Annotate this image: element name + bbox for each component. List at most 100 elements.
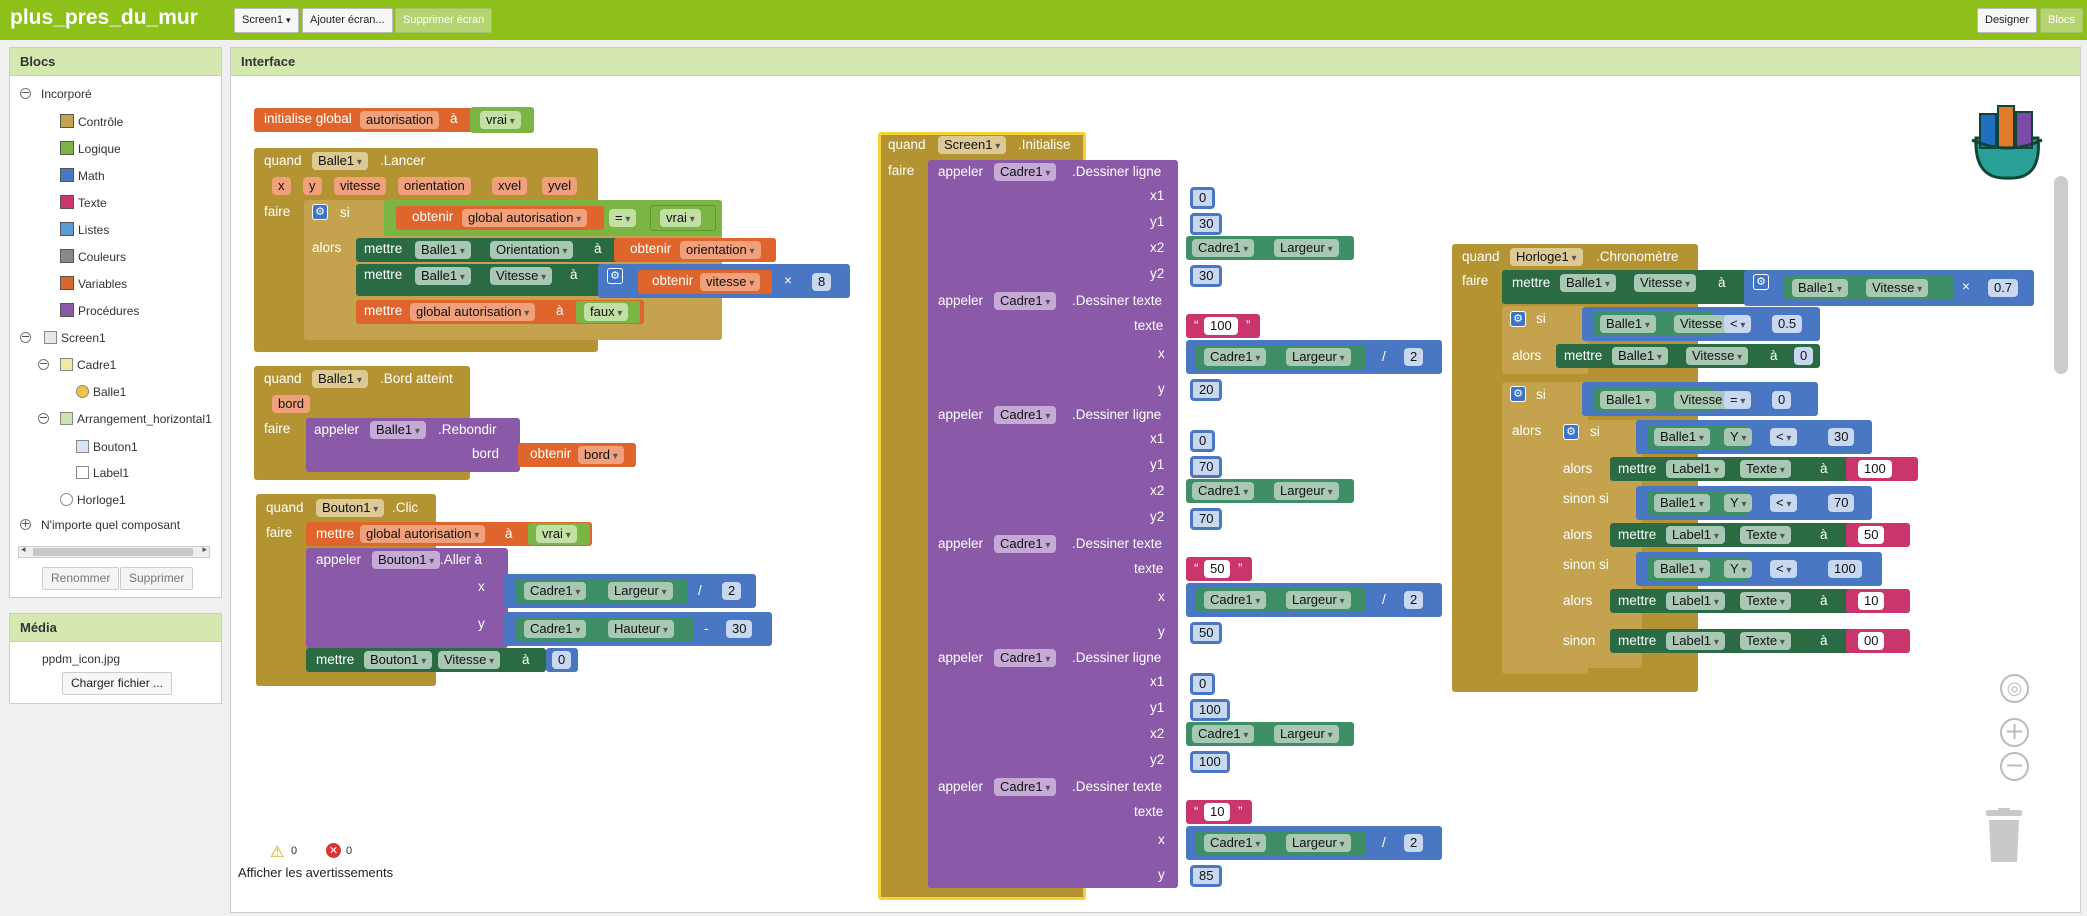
number-field[interactable]: 2: [1404, 348, 1424, 366]
param-y[interactable]: y: [303, 177, 322, 195]
collapse-icon[interactable]: −: [20, 330, 31, 343]
tree-item-procedures[interactable]: Procédures: [60, 303, 139, 318]
add-screen-button[interactable]: Ajouter écran...: [302, 8, 393, 33]
operator-dropdown[interactable]: <: [1770, 428, 1798, 446]
operator-dropdown[interactable]: =: [609, 209, 637, 227]
show-warnings-button[interactable]: Afficher les avertissements: [238, 865, 394, 880]
var-dropdown[interactable]: global autorisation: [360, 525, 486, 543]
global-var-name[interactable]: autorisation: [360, 111, 440, 129]
boolean-dropdown[interactable]: faux: [584, 303, 629, 321]
number-field[interactable]: 0: [1794, 347, 1814, 365]
property-dropdown[interactable]: Hauteur: [608, 620, 675, 638]
component-dropdown[interactable]: Cadre1: [994, 778, 1057, 796]
param-x[interactable]: x: [272, 177, 291, 195]
designer-button[interactable]: Designer: [1977, 8, 2038, 33]
number-field[interactable]: 0.7: [1988, 279, 2019, 297]
number-field[interactable]: 50: [1190, 622, 1223, 644]
param-xvel[interactable]: xvel: [492, 177, 528, 195]
operator-dropdown[interactable]: <: [1770, 560, 1798, 578]
component-dropdown[interactable]: Balle1: [415, 267, 471, 285]
property-dropdown[interactable]: Texte: [1740, 526, 1791, 544]
scrollbar-thumb[interactable]: [33, 548, 193, 556]
scroll-right-icon[interactable]: ▸: [202, 545, 207, 555]
scroll-left-icon[interactable]: ◂: [21, 545, 26, 555]
component-dropdown[interactable]: Cadre1: [1204, 591, 1267, 609]
set-speed-block[interactable]: [1502, 270, 1750, 304]
component-dropdown[interactable]: Label1: [1666, 526, 1725, 544]
blocks-button[interactable]: Blocs: [2040, 8, 2083, 33]
gear-icon[interactable]: ⚙: [1753, 274, 1769, 290]
collapse-icon[interactable]: −: [20, 86, 31, 99]
text-field[interactable]: 50: [1858, 526, 1885, 544]
operator-dropdown[interactable]: <: [1770, 494, 1798, 512]
property-dropdown[interactable]: Texte: [1740, 592, 1791, 610]
gear-icon[interactable]: ⚙: [1510, 311, 1526, 327]
var-dropdown[interactable]: bord: [578, 446, 624, 464]
component-dropdown[interactable]: Label1: [1666, 592, 1725, 610]
property-dropdown[interactable]: Largeur: [1274, 482, 1339, 500]
property-dropdown[interactable]: Largeur: [1286, 348, 1351, 366]
tree-arrangement[interactable]: Arrangement_horizontal1: [60, 412, 212, 426]
screen-select[interactable]: Screen1 ▾: [234, 8, 299, 33]
property-dropdown[interactable]: Largeur: [1274, 725, 1339, 743]
property-dropdown[interactable]: Vitesse: [1866, 279, 1929, 297]
tree-builtin[interactable]: Incorporé: [41, 87, 92, 101]
operator-dropdown[interactable]: <: [1724, 315, 1752, 333]
number-field[interactable]: 2: [1404, 591, 1424, 609]
number-field[interactable]: 2: [722, 582, 742, 600]
tree-item-logique[interactable]: Logique: [60, 141, 121, 156]
component-dropdown[interactable]: Cadre1: [994, 292, 1057, 310]
var-dropdown[interactable]: orientation: [680, 241, 761, 259]
gear-icon[interactable]: ⚙: [312, 204, 328, 220]
number-field[interactable]: 85: [1190, 865, 1223, 887]
number-field[interactable]: 2: [1404, 834, 1424, 852]
number-field[interactable]: 30: [1828, 428, 1855, 446]
gear-icon[interactable]: ⚙: [1510, 386, 1526, 402]
backpack-icon[interactable]: [1962, 98, 2052, 182]
component-dropdown[interactable]: Label1: [1666, 460, 1725, 478]
component-dropdown[interactable]: Balle1: [1560, 274, 1616, 292]
component-dropdown[interactable]: Screen1: [938, 136, 1007, 154]
component-dropdown[interactable]: Label1: [1666, 632, 1725, 650]
param-orientation[interactable]: orientation: [398, 177, 471, 195]
collapse-icon[interactable]: −: [38, 357, 49, 370]
property-dropdown[interactable]: Largeur: [1286, 834, 1351, 852]
boolean-dropdown[interactable]: vrai: [536, 525, 577, 543]
text-field[interactable]: 10: [1204, 803, 1231, 821]
property-dropdown[interactable]: Texte: [1740, 632, 1791, 650]
number-field[interactable]: 70: [1190, 456, 1223, 478]
component-dropdown[interactable]: Balle1: [312, 370, 368, 388]
number-field[interactable]: 8: [812, 273, 832, 291]
component-dropdown[interactable]: Cadre1: [1192, 482, 1255, 500]
component-dropdown[interactable]: Cadre1: [1192, 725, 1255, 743]
component-dropdown[interactable]: Cadre1: [1204, 834, 1267, 852]
component-dropdown[interactable]: Balle1: [312, 152, 368, 170]
tree-item-math[interactable]: Math: [60, 168, 105, 183]
text-field[interactable]: 10: [1858, 592, 1885, 610]
component-dropdown[interactable]: Balle1: [370, 421, 426, 439]
text-field[interactable]: 100: [1204, 317, 1238, 335]
component-dropdown[interactable]: Balle1: [1792, 279, 1848, 297]
media-file[interactable]: ppdm_icon.jpg: [42, 652, 121, 666]
property-dropdown[interactable]: Vitesse: [1674, 391, 1737, 409]
number-field[interactable]: 30: [1190, 213, 1223, 235]
tree-horizontal-scrollbar[interactable]: ◂ ▸: [18, 545, 210, 558]
component-dropdown[interactable]: Cadre1: [524, 620, 587, 638]
property-dropdown[interactable]: Largeur: [1286, 591, 1351, 609]
gear-icon[interactable]: ⚙: [607, 268, 623, 284]
property-dropdown[interactable]: Y: [1724, 494, 1753, 512]
zoom-out-icon[interactable]: −: [2000, 752, 2029, 781]
operator-dropdown[interactable]: =: [1724, 391, 1752, 409]
component-dropdown[interactable]: Cadre1: [524, 582, 587, 600]
component-dropdown[interactable]: Cadre1: [994, 649, 1057, 667]
tree-item-listes[interactable]: Listes: [60, 222, 109, 237]
set-speed-block[interactable]: [356, 264, 610, 296]
property-dropdown[interactable]: Y: [1724, 428, 1753, 446]
number-field[interactable]: 100: [1190, 699, 1230, 721]
number-field[interactable]: 20: [1190, 379, 1223, 401]
tree-item-couleurs[interactable]: Couleurs: [60, 249, 126, 264]
number-field[interactable]: 100: [1828, 560, 1862, 578]
property-dropdown[interactable]: Vitesse: [1634, 274, 1697, 292]
rename-button[interactable]: Renommer: [42, 567, 120, 590]
